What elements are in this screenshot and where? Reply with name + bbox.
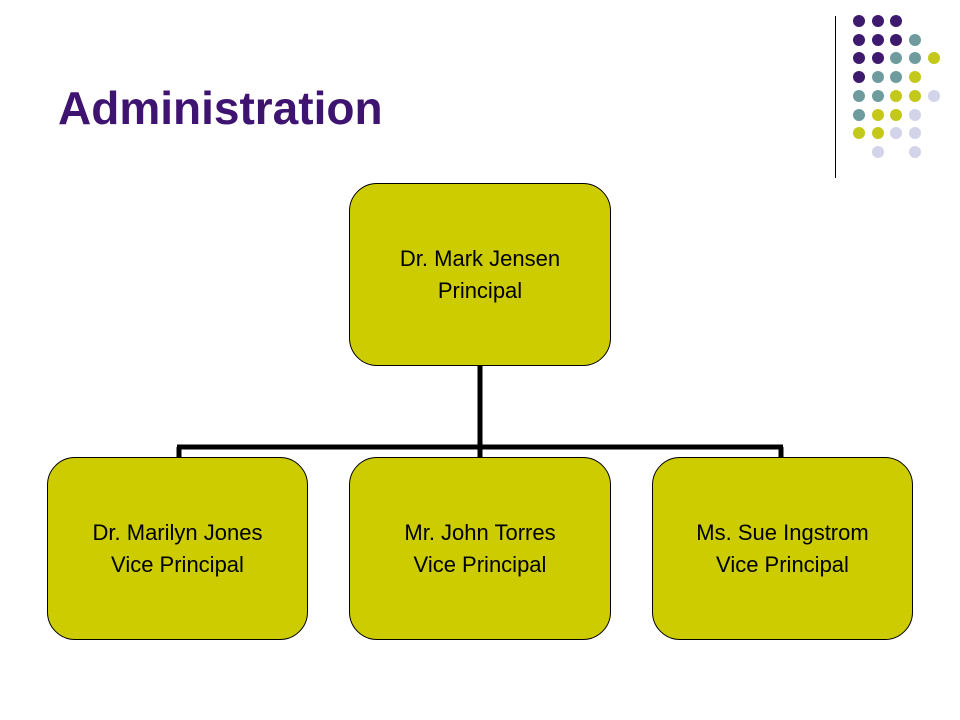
decorative-dot xyxy=(890,15,903,27)
decorative-dot xyxy=(871,52,884,65)
org-box-vice-principal: Dr. Marilyn Jones Vice Principal xyxy=(47,457,308,640)
decorative-dot xyxy=(927,52,940,65)
vice-principal-role: Vice Principal xyxy=(413,551,547,577)
vice-principal-name: Ms. Sue Ingstrom xyxy=(696,519,869,545)
vice-principal-role: Vice Principal xyxy=(716,551,849,577)
decorative-dot xyxy=(890,108,903,121)
org-box-principal: Dr. Mark Jensen Principal xyxy=(349,183,611,366)
decorative-dot xyxy=(871,15,884,27)
org-box-vice-principal: Mr. John Torres Vice Principal xyxy=(349,457,611,640)
vice-principal-role: Vice Principal xyxy=(111,551,244,577)
decorative-dot xyxy=(853,52,865,65)
decorative-dot xyxy=(909,89,922,102)
decorative-dot xyxy=(890,52,903,65)
decorative-dot xyxy=(890,71,903,84)
slide-title: Administration xyxy=(58,82,383,134)
decorative-dot xyxy=(890,127,903,140)
decorative-dot xyxy=(871,108,884,121)
vice-principal-name: Dr. Marilyn Jones xyxy=(92,519,263,545)
decorative-dot xyxy=(871,33,884,46)
vice-principal-name: Mr. John Torres xyxy=(404,519,556,545)
decorative-dot xyxy=(853,127,865,140)
decorative-dot-grid xyxy=(0,0,960,200)
org-box-vice-principal: Ms. Sue Ingstrom Vice Principal xyxy=(652,457,913,640)
decorative-dot xyxy=(871,89,884,102)
decorative-vertical-rule xyxy=(835,16,836,178)
decorative-dot xyxy=(909,145,922,158)
decorative-dot xyxy=(871,71,884,84)
decorative-dot xyxy=(871,145,884,158)
decorative-dot xyxy=(909,127,922,140)
principal-role: Principal xyxy=(437,277,523,303)
decorative-dot xyxy=(909,108,922,121)
decorative-dot xyxy=(927,89,940,102)
decorative-dot xyxy=(853,108,865,121)
decorative-dot xyxy=(909,33,922,46)
decorative-dot xyxy=(909,52,922,65)
decorative-dot xyxy=(853,71,865,84)
decorative-dot xyxy=(853,15,865,27)
decorative-dot xyxy=(853,33,865,46)
decorative-dot xyxy=(853,89,865,102)
decorative-dot xyxy=(909,71,922,84)
decorative-dot xyxy=(890,89,903,102)
decorative-dot xyxy=(890,33,903,46)
decorative-dot xyxy=(871,127,884,140)
principal-name: Dr. Mark Jensen xyxy=(399,245,561,271)
